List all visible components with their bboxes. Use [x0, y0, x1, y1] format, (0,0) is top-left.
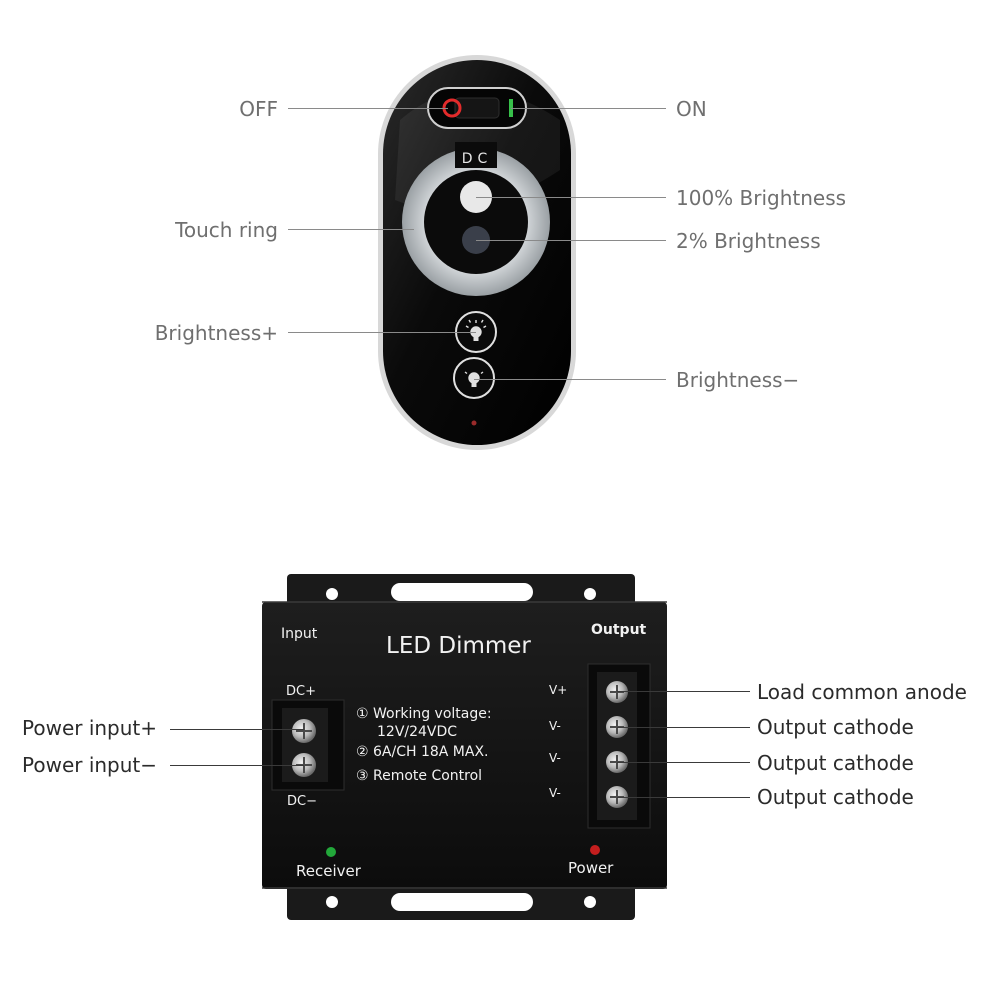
- callout-line-2: [476, 240, 666, 241]
- callout-output-cathode-3: Output cathode: [757, 785, 914, 809]
- callout-line-touch-ring: [288, 229, 414, 230]
- ir-led: [471, 420, 477, 426]
- mount-slot-bottom: [391, 893, 533, 911]
- spec-line-1: ① Working voltage:: [356, 706, 492, 722]
- dc-minus-label: DC−: [287, 794, 317, 809]
- terminal-label-v-plus: V+: [549, 683, 568, 697]
- output-terminal-block: [587, 663, 651, 829]
- mount-hole: [326, 896, 338, 908]
- callout-brightness-plus: Brightness+: [154, 321, 278, 345]
- bulb-dim-icon: [464, 371, 484, 387]
- mount-hole: [584, 896, 596, 908]
- callout-output-cathode-1: Output cathode: [757, 715, 914, 739]
- callout-touch-ring: Touch ring: [175, 218, 278, 242]
- callout-line-on: [511, 108, 666, 109]
- callout-output-cathode-2: Output cathode: [757, 751, 914, 775]
- dimmer-body: [262, 602, 667, 889]
- callout-brightness-minus: Brightness−: [676, 368, 800, 392]
- callout-load-common-anode: Load common anode: [757, 680, 967, 704]
- dc-plus-label: DC+: [286, 684, 316, 699]
- input-label: Input: [281, 626, 318, 642]
- terminal-label-v-minus-2: V-: [549, 751, 561, 765]
- dc-mark: DC: [462, 151, 493, 167]
- receiver-label: Receiver: [296, 862, 361, 880]
- callout-line-load-common-anode: [617, 691, 750, 692]
- callout-line-output-cathode-1: [617, 727, 750, 728]
- callout-line-output-cathode-2: [617, 762, 750, 763]
- callout-power-input-minus: Power input−: [22, 753, 158, 777]
- callout-line-brightness-minus: [474, 379, 666, 380]
- touch-ring[interactable]: [402, 142, 550, 296]
- led-dimmer-unit: [262, 574, 667, 920]
- brightness-plus-button[interactable]: [455, 311, 497, 353]
- power-led: [590, 845, 600, 855]
- spec-line-4: ③ Remote Control: [356, 768, 483, 784]
- callout-line-100: [476, 197, 666, 198]
- callout-off: OFF: [239, 97, 278, 121]
- callout-line-off: [288, 108, 448, 109]
- power-label: Power: [568, 859, 614, 877]
- remote-control: DC: [378, 55, 576, 450]
- bulb-bright-icon: [465, 319, 487, 341]
- terminal-label-v-minus-1: V-: [549, 719, 561, 733]
- terminal-label-v-minus-3: V-: [549, 786, 561, 800]
- callout-line-brightness-plus: [288, 332, 476, 333]
- brightness-minus-button[interactable]: [453, 357, 495, 399]
- callout-line-power-input-plus: [170, 729, 304, 730]
- callout-line-output-cathode-3: [617, 797, 750, 798]
- callout-brightness-100: 100% Brightness: [676, 186, 847, 210]
- mount-hole: [326, 588, 338, 600]
- output-label: Output: [591, 622, 647, 638]
- spec-line-2: 12V/24VDC: [377, 724, 458, 740]
- dimmer-title: LED Dimmer: [386, 633, 531, 659]
- callout-line-power-input-minus: [170, 765, 304, 766]
- receiver-led: [326, 847, 336, 857]
- callout-brightness-2: 2% Brightness: [676, 229, 821, 253]
- spec-line-3: ② 6A/CH 18A MAX.: [356, 744, 489, 760]
- input-terminal-block: [271, 699, 345, 791]
- callout-power-input-plus: Power input+: [22, 716, 158, 740]
- mount-hole: [584, 588, 596, 600]
- mount-slot-top: [391, 583, 533, 601]
- callout-on: ON: [676, 97, 707, 121]
